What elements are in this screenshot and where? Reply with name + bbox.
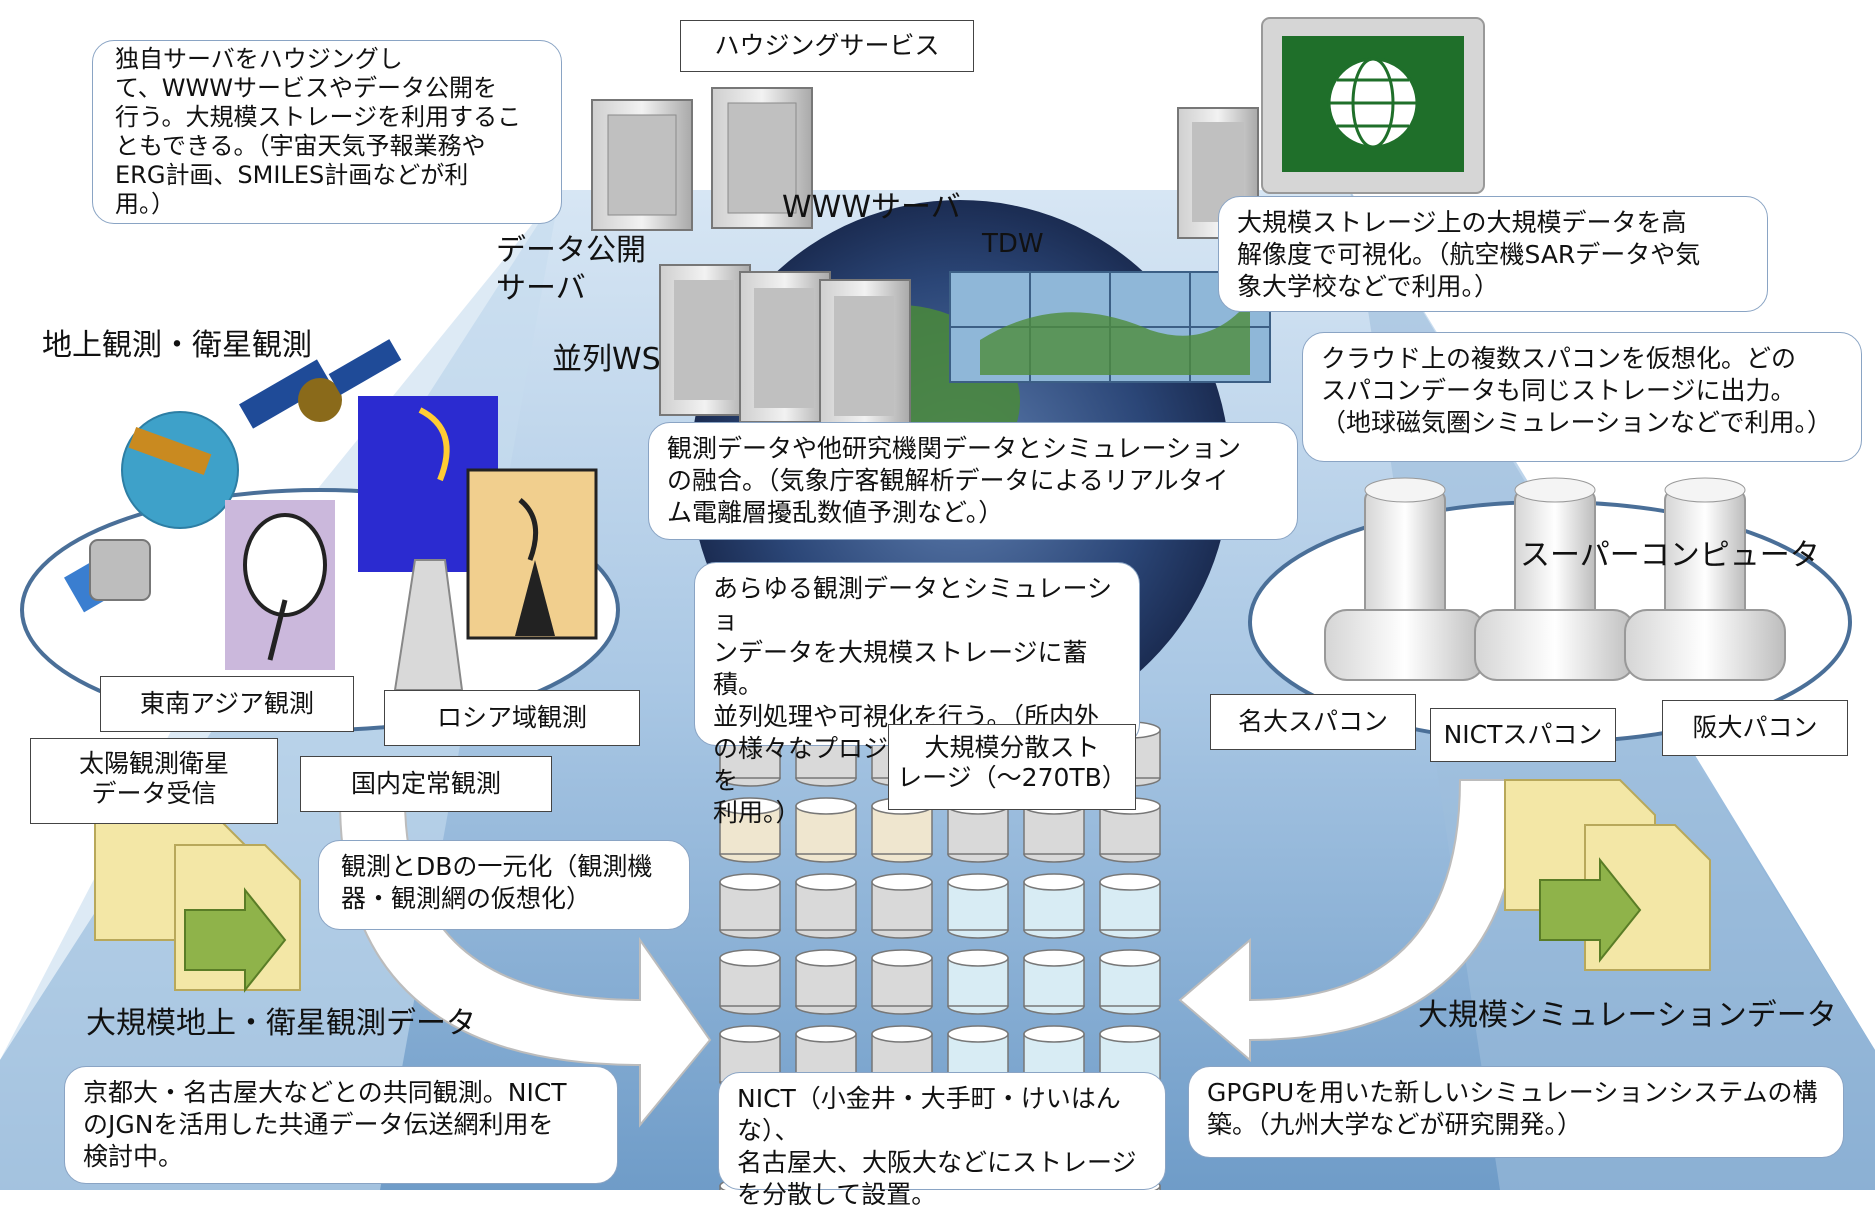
simulation-data-description: GPGPUを用いた新しいシミュレーションシステムの構 築。（九州大学などが研究開… bbox=[1188, 1066, 1844, 1158]
supercomputer-2-icon bbox=[1474, 477, 1636, 681]
radar-tower-icon bbox=[358, 396, 598, 691]
data-publication-server-label: データ公開 サーバ bbox=[496, 233, 646, 306]
storage-cylinder bbox=[795, 797, 857, 863]
solar-satellite-data-label: 太陽観測衛星 データ受信 bbox=[30, 738, 278, 824]
storage-cylinder bbox=[719, 949, 781, 1015]
storage-locations-description: NICT（小金井・大手町・けいはんな）、 名古屋大、大阪大などにストレージ を分… bbox=[718, 1072, 1166, 1209]
housing-server-1 bbox=[591, 99, 693, 231]
visualization-description: 大規模ストレージ上の大規模データを高 解像度で可視化。（航空機SARデータや気 … bbox=[1218, 196, 1768, 312]
ground-satellite-title: 地上観測・衛星観測 bbox=[42, 328, 312, 363]
parallel-ws-label: 並列WS bbox=[552, 342, 661, 377]
storage-cylinder bbox=[1023, 797, 1085, 863]
tdw-tiled-display bbox=[949, 271, 1271, 383]
housing-service-label: ハウジングサービス bbox=[680, 20, 974, 72]
nagoya-supercomputer-label: 名大スパコン bbox=[1210, 694, 1416, 750]
observation-document-icon bbox=[94, 809, 301, 993]
storage-cylinder bbox=[1099, 949, 1161, 1015]
supercomputer-3-icon bbox=[1624, 477, 1786, 681]
parallel-ws-servers bbox=[659, 264, 911, 431]
storage-cylinder bbox=[947, 873, 1009, 939]
observation-data-title: 大規模地上・衛星観測データ bbox=[86, 1006, 476, 1041]
osaka-supercomputer-label: 阪大パコン bbox=[1662, 700, 1848, 756]
storage-cylinder bbox=[719, 873, 781, 939]
nict-supercomputer-label: NICTスパコン bbox=[1430, 708, 1616, 762]
supercomputer-title: スーパーコンピュータ bbox=[1520, 538, 1820, 573]
storage-cylinder bbox=[795, 949, 857, 1015]
tdw-label: TDW bbox=[982, 229, 1044, 259]
domestic-observation-label: 国内定常観測 bbox=[300, 756, 552, 812]
monitor-icon bbox=[1261, 17, 1485, 194]
russia-observation-label: ロシア域観測 bbox=[384, 690, 640, 746]
right-flow-arrow bbox=[1178, 779, 1522, 1063]
storage-cylinder bbox=[871, 949, 933, 1015]
simulation-document-icon bbox=[1504, 779, 1711, 971]
fusion-description: 観測データや他研究機関データとシミュレーション の融合。（気象庁客観解析データに… bbox=[648, 422, 1298, 540]
cloud-description: クラウド上の複数スパコンを仮想化。どの スパコンデータも同じストレージに出力。 … bbox=[1302, 332, 1862, 462]
satellite-small-icon bbox=[64, 539, 151, 613]
unification-description: 観測とDBの一元化（観測機 器・観測網の仮想化） bbox=[318, 840, 690, 930]
storage-cylinder bbox=[947, 949, 1009, 1015]
storage-cylinder bbox=[795, 873, 857, 939]
southeast-asia-observation-label: 東南アジア観測 bbox=[100, 676, 354, 732]
satellite-icon bbox=[128, 339, 402, 476]
storage-cylinder bbox=[871, 873, 933, 939]
www-server-label: WWWサーバ bbox=[782, 190, 961, 225]
storage-cylinder bbox=[1023, 949, 1085, 1015]
storage-cylinder bbox=[1099, 873, 1161, 939]
storage-label: 大規模分散スト レージ（～270TB） bbox=[888, 724, 1136, 810]
storage-cylinder bbox=[719, 797, 781, 863]
supercomputer-1-icon bbox=[1324, 477, 1486, 681]
housing-description: 独自サーバをハウジングし て、WWWサービスやデータ公開を 行う。大規模ストレー… bbox=[92, 40, 562, 224]
dish-antenna-icon bbox=[225, 500, 335, 670]
observation-data-description: 京都大・名古屋大などとの共同観測。NICT のJGNを活用した共通データ伝送網利… bbox=[64, 1066, 618, 1184]
simulation-data-title: 大規模シミュレーションデータ bbox=[1418, 998, 1837, 1033]
storage-description: あらゆる観測データとシミュレーショ ンデータを大規模ストレージに蓄積。 並列処理… bbox=[694, 562, 1140, 827]
storage-cylinder bbox=[1023, 873, 1085, 939]
housing-server-2 bbox=[711, 87, 813, 229]
